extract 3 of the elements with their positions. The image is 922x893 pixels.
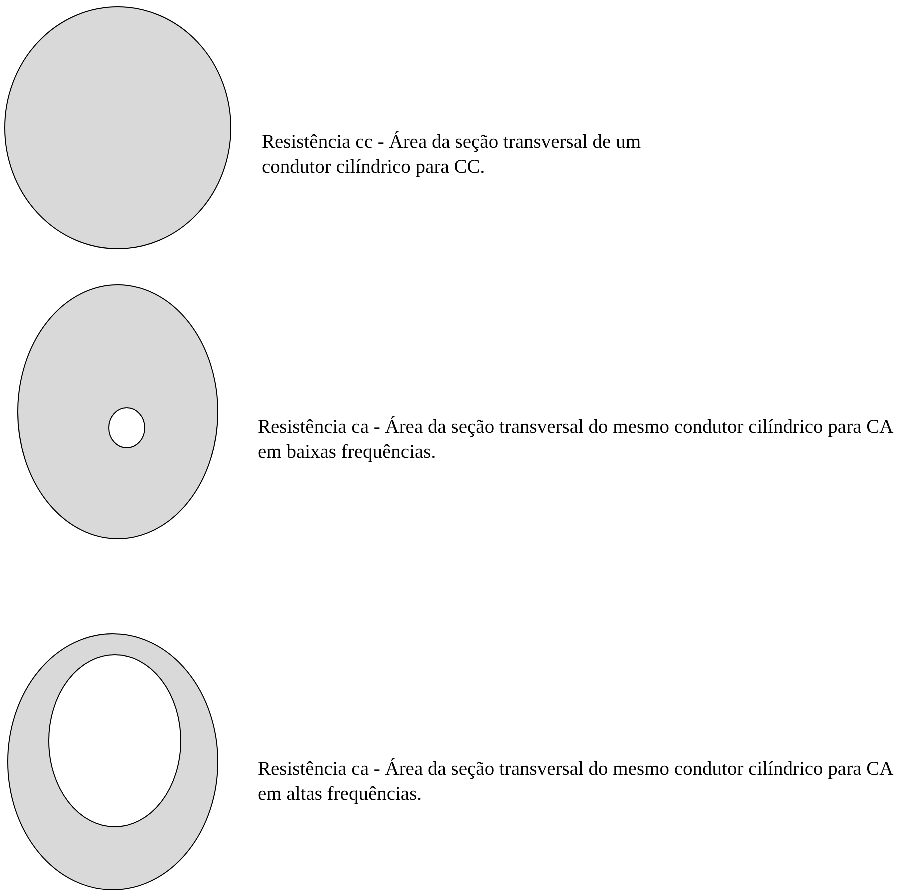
description-text: Resistência cc - Área da seção transversal de um condutor cilíndrico para CC. [262,130,642,180]
description-text: Resistência ca - Área da seção transversal do mesmo condutor cilíndrico para CA em baixas frequências. [258,415,894,466]
description-text: Resistência ca - Área da seção transversal do mesmo condutor cilíndrico para CA em altas frequências. [258,757,894,808]
